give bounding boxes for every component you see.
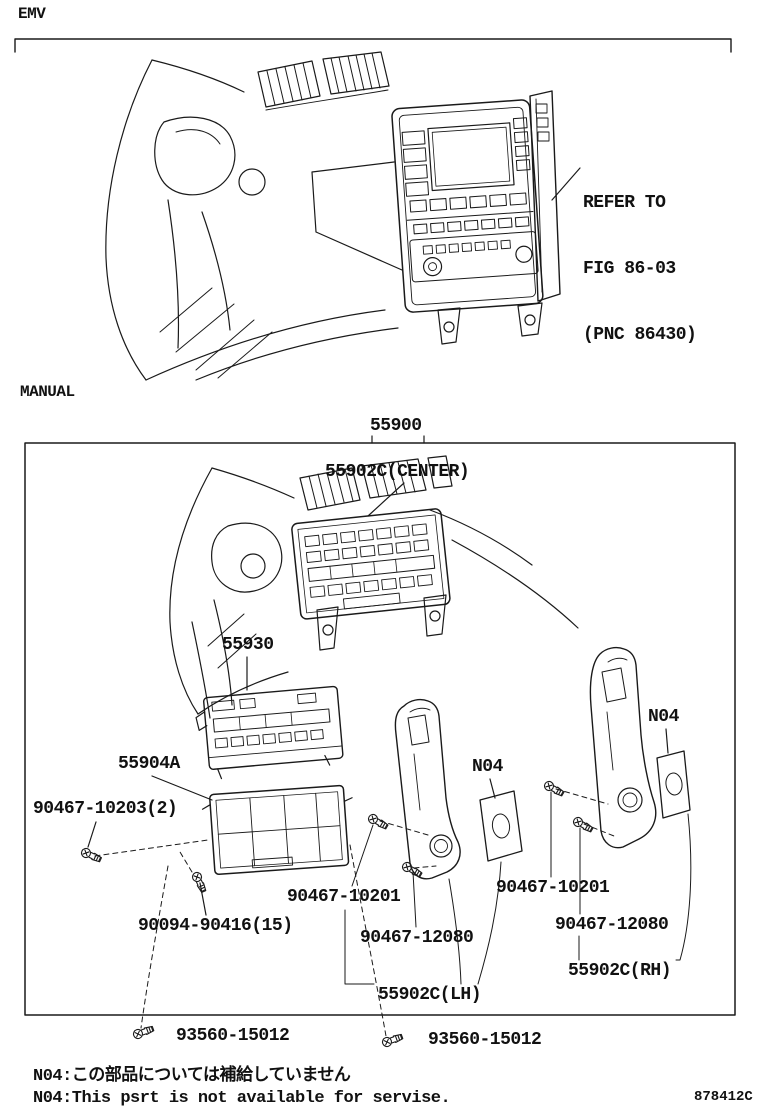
refer-note-line3: (PNC 86430) — [583, 325, 697, 345]
part-label-clip-12080-rh: 90467-12080 — [555, 915, 669, 935]
part-label-clip-12080-lh: 90467-12080 — [360, 928, 474, 948]
n04-plate-rh-art — [656, 728, 691, 819]
refer-leader-line — [551, 167, 581, 201]
footnote-japanese: N04:この部品については補給していません — [33, 1067, 351, 1086]
emv-section-bracket — [14, 38, 732, 53]
screws — [79, 779, 595, 1049]
manual-section-label: MANUAL — [20, 383, 75, 401]
emv-dashboard-art — [105, 51, 403, 381]
refer-note-line2: FIG 86-03 — [583, 259, 676, 279]
refer-note: REFER TO FIG 86-03 (PNC 86430) — [583, 148, 697, 390]
footnote-english: N04:This psrt is not available for servi… — [33, 1089, 451, 1108]
part-label-screw-93560-left: 93560-15012 — [176, 1026, 290, 1046]
part-label-panel-lh: 55902C(LH) — [378, 985, 482, 1005]
bracket-55904a-art — [87, 775, 353, 916]
part-label-panel-rh: 55902C(RH) — [568, 961, 672, 981]
manual-dashboard-art — [169, 455, 579, 719]
emv-head-unit-art — [391, 90, 561, 345]
part-label-n04-rh: N04 — [648, 707, 679, 727]
part-label-screw-93560-right: 93560-15012 — [428, 1030, 542, 1050]
assembly-number-label: 55900 — [370, 416, 422, 436]
doc-number: 878412C — [694, 1089, 753, 1105]
part-label-clip-10201-rh: 90467-10201 — [496, 878, 610, 898]
center-panel-art — [291, 482, 451, 651]
part-label-bracket: 55904A — [118, 754, 180, 774]
rh-garnish-art — [589, 646, 657, 849]
part-label-radio-unit: 55930 — [222, 635, 274, 655]
dashed-assembly-lines — [140, 788, 615, 1037]
n04-plate-lh-art — [479, 778, 523, 862]
refer-note-line1: REFER TO — [583, 193, 666, 213]
part-label-center-panel: 55902C(CENTER) — [325, 462, 470, 482]
part-label-screw-90094: 90094-90416(15) — [138, 916, 293, 936]
radio-unit-art — [195, 656, 344, 780]
lh-garnish-art — [394, 698, 461, 880]
part-label-clip-10201-lh: 90467-10201 — [287, 887, 401, 907]
part-label-screw-10203: 90467-10203(2) — [33, 799, 178, 819]
manual-box-frame — [24, 435, 736, 1016]
part-label-n04-lh: N04 — [472, 757, 503, 777]
emv-section-label: EMV — [18, 5, 46, 23]
